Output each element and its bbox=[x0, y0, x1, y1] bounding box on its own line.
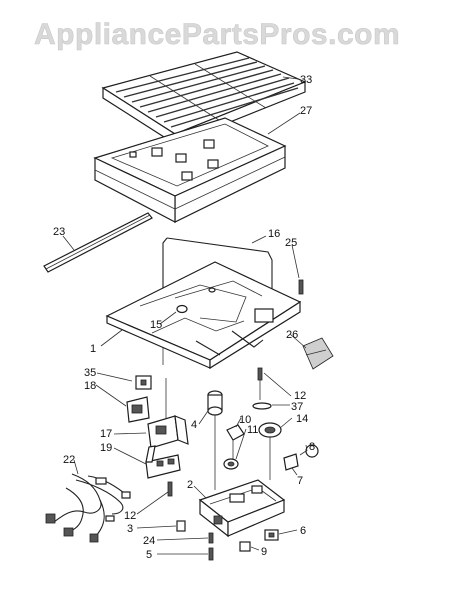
part-12-screw-right bbox=[257, 367, 263, 400]
part-8-bulb bbox=[299, 444, 319, 458]
callout-4: 4 bbox=[191, 419, 197, 431]
part-18-plate bbox=[126, 396, 150, 423]
part-25-screw bbox=[298, 279, 304, 295]
callout-8: 8 bbox=[309, 441, 315, 453]
part-5-screw bbox=[208, 547, 214, 561]
callout-10: 10 bbox=[239, 414, 251, 426]
part-27-frame bbox=[93, 117, 287, 223]
callout-33: 33 bbox=[300, 74, 312, 86]
callout-12-left: 12 bbox=[124, 510, 136, 522]
callout-3: 3 bbox=[127, 523, 133, 535]
watermark-text: AppliancePartsPros.com bbox=[34, 18, 400, 51]
leader-lines bbox=[62, 76, 308, 555]
part-35-clip bbox=[135, 375, 152, 390]
callout-1: 1 bbox=[90, 343, 96, 355]
part-33-grille bbox=[101, 51, 307, 146]
callout-23: 23 bbox=[53, 226, 65, 238]
callout-2: 2 bbox=[187, 479, 193, 491]
callout-7: 7 bbox=[297, 475, 303, 487]
callout-26: 26 bbox=[286, 329, 298, 341]
part-24-screw bbox=[208, 532, 214, 544]
part-12-screw-left bbox=[167, 481, 173, 497]
part-3-clip bbox=[176, 520, 186, 532]
part-2-control-housing bbox=[198, 479, 286, 538]
callout-6: 6 bbox=[300, 525, 306, 537]
part-19-bracket bbox=[145, 445, 181, 479]
part-14-dial bbox=[258, 422, 282, 480]
part-26-flap bbox=[302, 337, 334, 370]
callout-16: 16 bbox=[268, 228, 280, 240]
part-7-socket bbox=[283, 453, 299, 471]
callout-19: 19 bbox=[100, 442, 112, 454]
callout-25: 25 bbox=[285, 237, 297, 249]
part-6-switch bbox=[264, 529, 279, 541]
callout-11: 11 bbox=[247, 424, 258, 436]
callout-24: 24 bbox=[143, 535, 155, 547]
callout-35: 35 bbox=[84, 367, 96, 379]
callout-27: 27 bbox=[300, 105, 312, 117]
part-1-housing-plate bbox=[105, 261, 302, 370]
part-37-spring bbox=[252, 402, 272, 410]
callout-17: 17 bbox=[100, 428, 112, 440]
part-9-nut bbox=[239, 541, 251, 552]
part-23-strip bbox=[43, 212, 153, 273]
callout-14: 14 bbox=[296, 413, 308, 425]
callout-5: 5 bbox=[146, 549, 152, 561]
callout-12-right: 12 bbox=[294, 390, 306, 402]
part-22-wiring-harness bbox=[45, 473, 131, 543]
callout-15: 15 bbox=[150, 319, 162, 331]
callout-22: 22 bbox=[63, 454, 75, 466]
callout-18: 18 bbox=[84, 380, 96, 392]
callout-labels: 33 27 23 16 25 26 1 15 35 18 17 19 22 12… bbox=[53, 74, 315, 561]
callout-9: 9 bbox=[261, 546, 267, 558]
part-4-thermostat bbox=[207, 390, 223, 490]
part-11-knob bbox=[223, 458, 239, 470]
callout-37: 37 bbox=[291, 401, 303, 413]
part-17-control-box bbox=[147, 378, 189, 449]
